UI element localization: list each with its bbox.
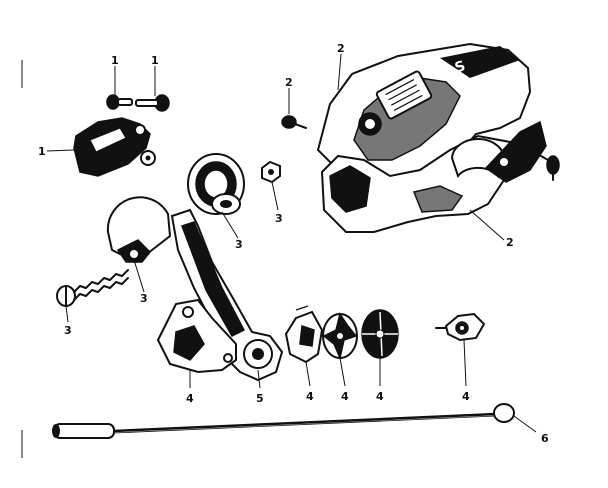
- callout-bracket: 1: [38, 145, 46, 158]
- bolt-b: [135, 94, 170, 112]
- callout-cam-b: 4: [341, 390, 349, 403]
- bolt-a: [106, 94, 133, 110]
- callout-disc: 3: [140, 292, 148, 305]
- callout-cam-a: 4: [306, 390, 314, 403]
- callouts: 1 1 1 2 2 2 3 3 3 3 4 5 4 4 4 4 6: [38, 42, 549, 445]
- callout-small-knob: 4: [462, 390, 470, 403]
- svg-text:S: S: [453, 58, 468, 76]
- callout-rod: 6: [541, 432, 549, 445]
- vent-slots: [385, 79, 423, 111]
- callout-housing-bottom: 2: [506, 236, 514, 249]
- knob-pulley: [187, 153, 245, 215]
- callout-plate: 4: [186, 392, 194, 405]
- leader-lines: [46, 53, 537, 433]
- cam-b: [322, 312, 358, 361]
- callout-screw-top: 2: [285, 76, 293, 89]
- callout-cam-c: 4: [376, 390, 384, 403]
- nut-part: [261, 160, 281, 184]
- plate-part: [156, 298, 237, 374]
- rod-part: [52, 403, 515, 439]
- bracket-part: [73, 117, 156, 177]
- callout-arm: 5: [256, 392, 264, 405]
- cam-a: [284, 305, 324, 364]
- housing-screw: [533, 151, 560, 181]
- housing-part: S: [316, 42, 547, 233]
- callout-bolt-b: 1: [151, 54, 159, 67]
- callout-bolt-a: 1: [111, 54, 119, 67]
- callout-nut: 3: [275, 212, 283, 225]
- long-screw: [56, 269, 129, 307]
- callout-housing-top: 2: [337, 42, 345, 55]
- callout-long-screw: 3: [64, 324, 72, 337]
- callout-knob: 3: [235, 238, 243, 251]
- small-knob: [435, 312, 486, 342]
- cam-c: [361, 309, 399, 359]
- screw-top: [281, 115, 307, 129]
- disc-part: [106, 196, 172, 264]
